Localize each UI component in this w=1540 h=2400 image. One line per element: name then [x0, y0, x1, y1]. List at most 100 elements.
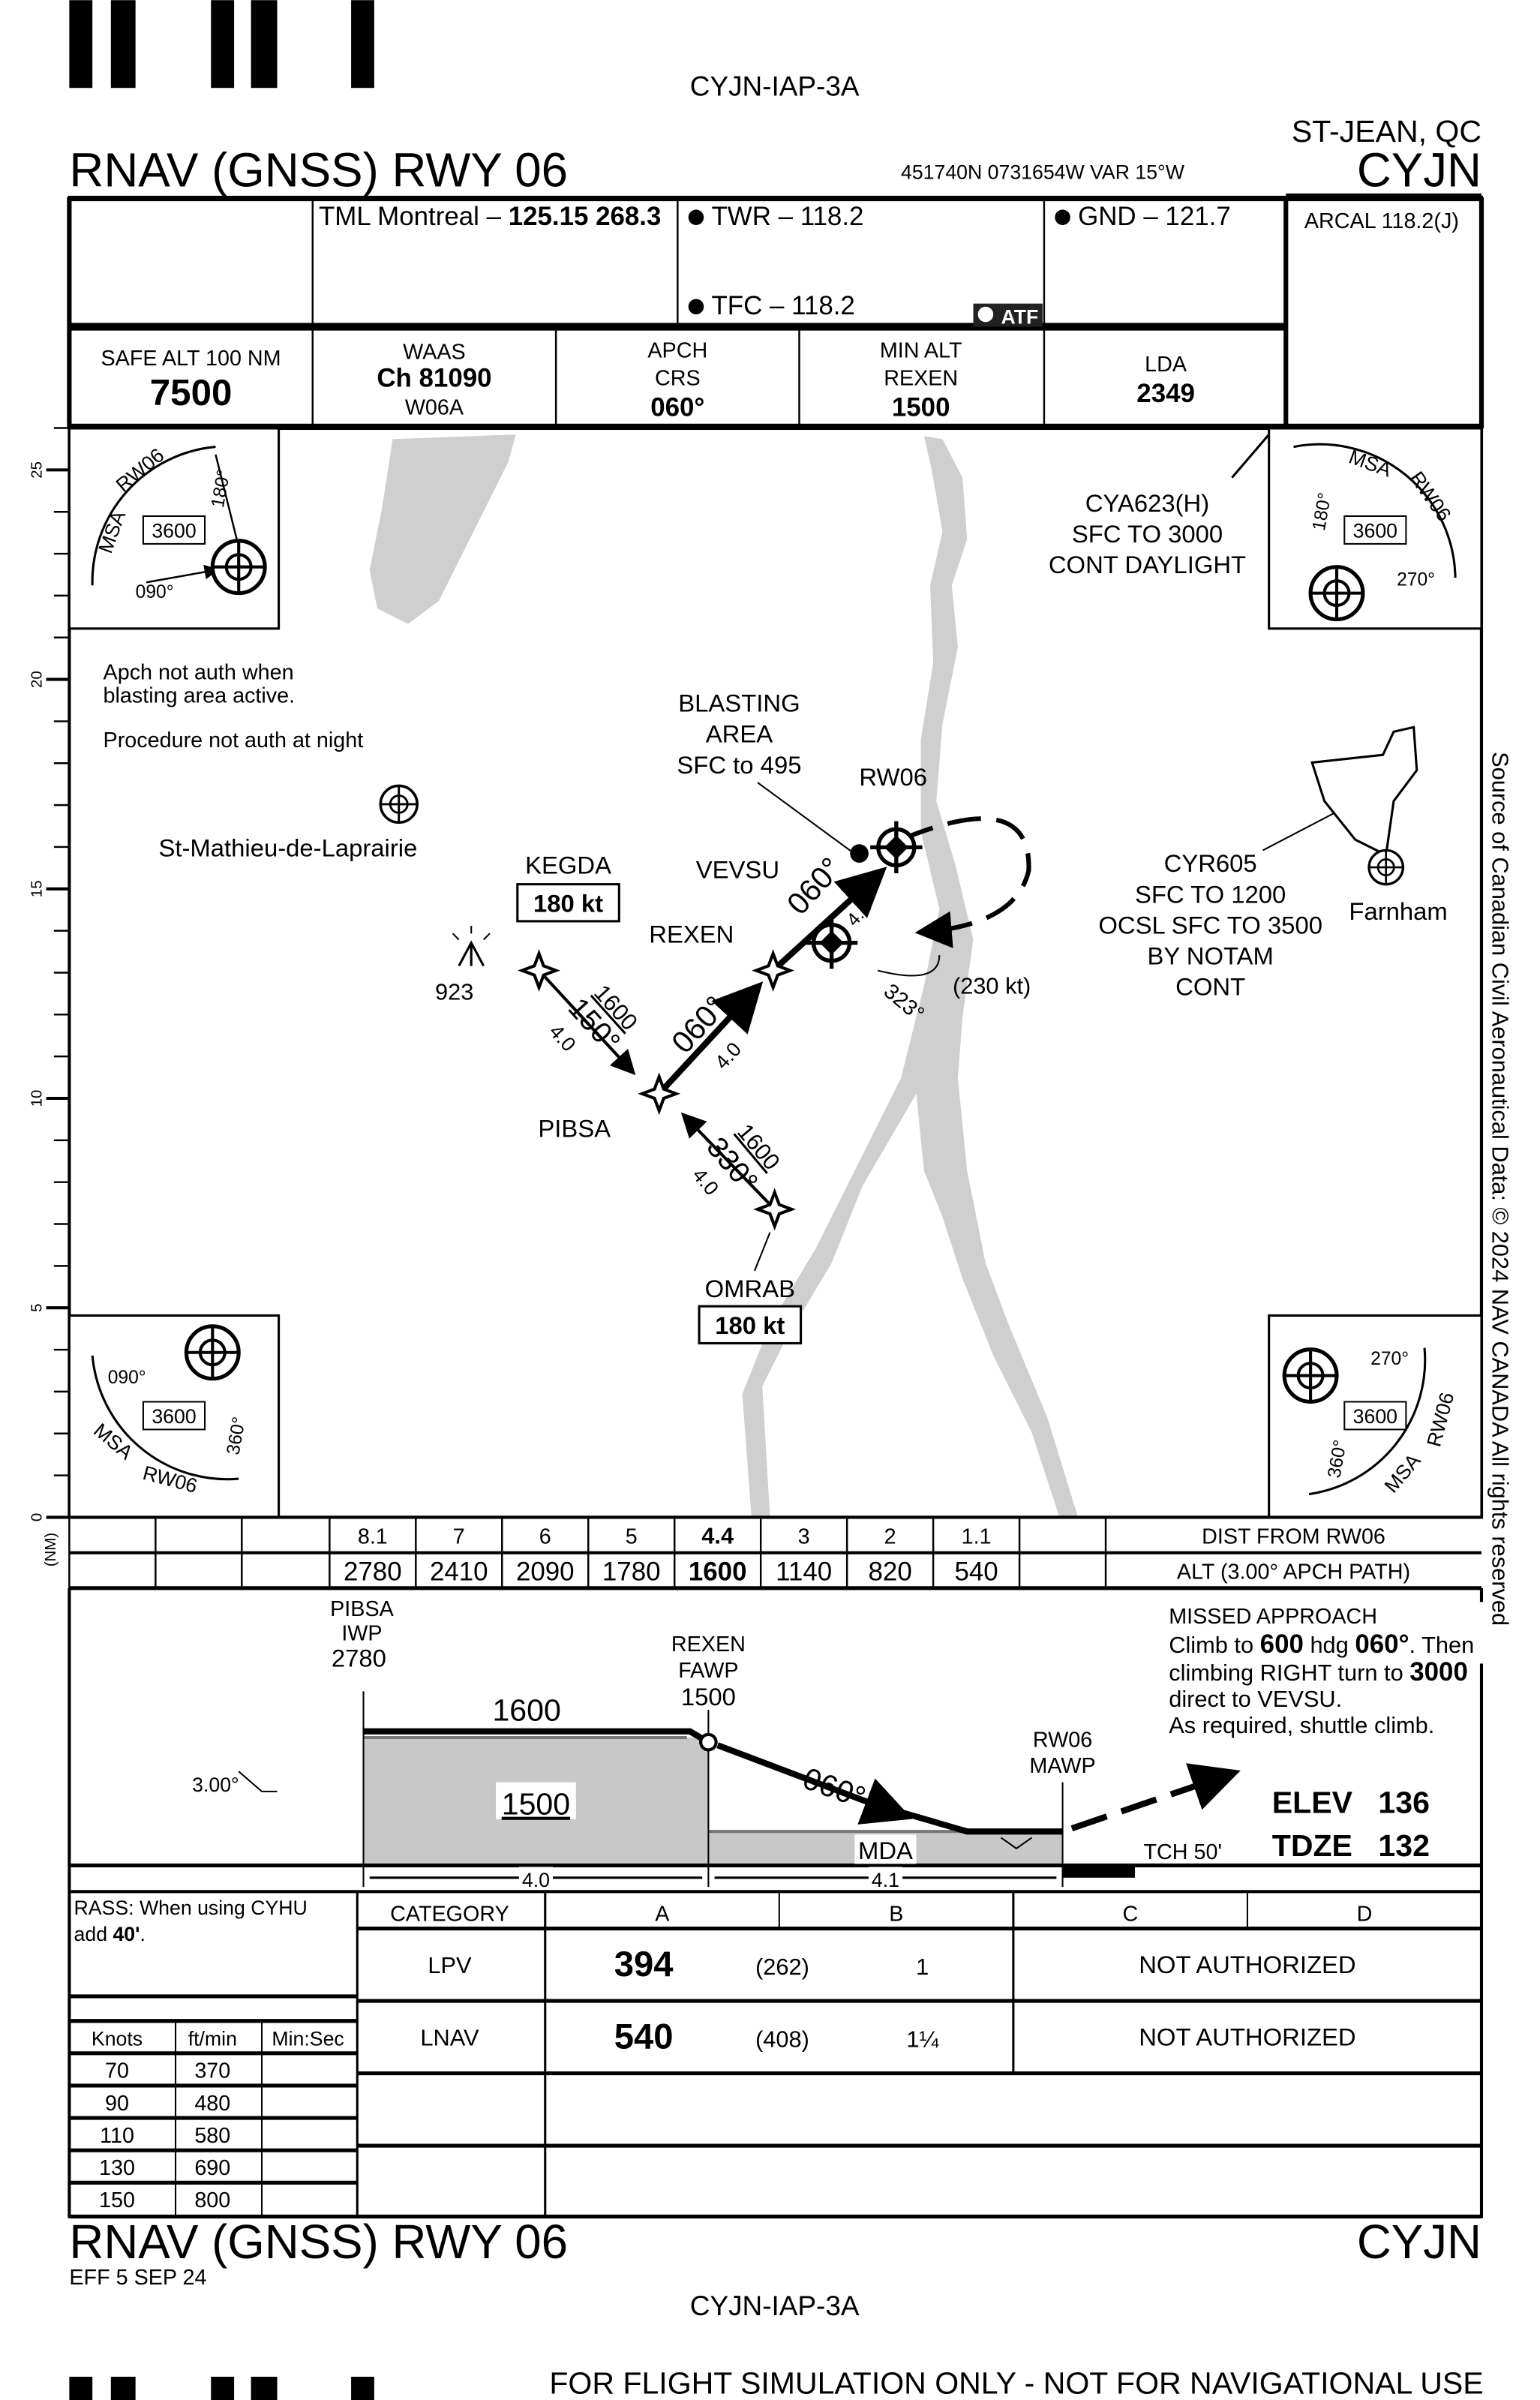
blasting-line2: AREA [706, 720, 773, 748]
waas-id: W06A [405, 395, 464, 419]
svg-text:3600: 3600 [1353, 520, 1397, 542]
final-leg-dist: 4.0 [710, 1038, 746, 1074]
tml-frequency: TML Montreal – 125.15 268.3 [319, 202, 661, 231]
msa-top-right: 3600 MSA RW06 180° 270° [1268, 427, 1483, 630]
profile-alt-1500: 1500 [502, 1787, 570, 1822]
blasting-line1: BLASTING [678, 689, 800, 717]
scale-label-0: 0 [28, 1513, 45, 1521]
cyr-line1: CYR605 [1164, 849, 1257, 877]
lda-label: LDA [1145, 353, 1187, 377]
airport-icao: CYJN [1357, 144, 1481, 197]
profile-course: 060° [798, 1761, 870, 1815]
svg-text:090°: 090° [136, 582, 174, 602]
dist-cell: 7 [453, 1524, 465, 1548]
dist-cell: 8.1 [358, 1524, 388, 1548]
pibsa-name: PIBSA [330, 1597, 394, 1621]
copyright-source: Source of Canadian Civil Aeronautical Da… [1487, 752, 1513, 1626]
kegda-label: KEGDA [525, 851, 611, 879]
elev-label: ELEV [1272, 1786, 1353, 1820]
obstacle-icon [452, 926, 491, 967]
alt-cell: 1600 [689, 1557, 747, 1587]
lpv-category: LPV [428, 1952, 472, 1978]
dist-cell: 5 [626, 1524, 638, 1548]
apch-crs-value: 060° [650, 393, 704, 422]
rexen-name: REXEN [671, 1633, 746, 1657]
lake [369, 434, 516, 624]
col-d: D [1357, 1902, 1373, 1926]
effective-date: EFF 5 SEP 24 [69, 2266, 206, 2290]
alt-cell: 2410 [430, 1557, 488, 1587]
dist-cell: 3 [798, 1524, 810, 1548]
cyr-boundary [1310, 725, 1418, 857]
svg-text:090°: 090° [108, 1368, 146, 1388]
safe-alt-label: SAFE ALT 100 NM [101, 347, 281, 371]
cyr-line5: CONT [1175, 972, 1245, 1000]
rod-knots: 90 [105, 2092, 129, 2116]
alt-cell: 2090 [516, 1557, 575, 1587]
dist-cell: 2 [884, 1524, 896, 1548]
hold-speed: (230 kt) [953, 972, 1031, 999]
cya-line3: CONT DAYLIGHT [1049, 551, 1246, 578]
rod-knots: 130 [99, 2156, 135, 2180]
msa-top-left: 3600 MSA RW06 180° 090° [68, 427, 281, 630]
lnav-category: LNAV [420, 2025, 479, 2051]
dist-cell: 6 [539, 1524, 551, 1548]
msa-bottom-right: 3600 MSA RW06 360° 270° [1268, 1314, 1483, 1518]
alt-label: ALT (3.00° APCH PATH) [1177, 1560, 1410, 1584]
cyr-line2: SFC TO 1200 [1135, 880, 1286, 908]
airport-icon [1367, 849, 1405, 886]
safe-alt-value: 7500 [150, 372, 233, 413]
town-farnham: Farnham [1349, 897, 1447, 925]
lnav-vis: 1¼ [906, 2026, 938, 2053]
lpv-hat: (262) [755, 1954, 809, 1980]
pibsa-alt: 2780 [332, 1645, 386, 1672]
kegda-speed: 180 kt [533, 890, 603, 918]
tch: TCH 50' [1143, 1840, 1222, 1864]
location: ST-JEAN, QC [1292, 114, 1481, 149]
fix-vevsu [806, 917, 857, 969]
rass-note-1: RASS: When using CYHU [74, 1897, 308, 1919]
rod-ftmin: 800 [194, 2188, 230, 2212]
glidepath-angle: 3.00° [192, 1774, 239, 1796]
gnd-frequency: GND – 121.7 [1078, 202, 1231, 231]
col-c: C [1123, 1902, 1139, 1926]
tdze-label: TDZE [1272, 1828, 1352, 1863]
segment-dist-2: 4.1 [872, 1869, 899, 1891]
rexen-label: REXEN [649, 921, 734, 948]
mda-label: MDA [858, 1837, 913, 1864]
alt-cell: 1780 [602, 1557, 661, 1587]
distance-altitude-table: 8.127807241062090517804.416003114028201.… [68, 1515, 1481, 1590]
svg-text:270°: 270° [1370, 1349, 1409, 1369]
arcal-frequency: ARCAL 118.2(J) [1304, 209, 1459, 233]
note-blasting-1: Apch not auth when [104, 661, 294, 685]
cyr-line4: BY NOTAM [1147, 942, 1273, 969]
waas-channel: Ch 81090 [377, 364, 491, 393]
dist-label: DIST FROM RW06 [1202, 1524, 1385, 1548]
min-alt-value: 1500 [892, 393, 950, 422]
alt-cell: 1140 [776, 1557, 832, 1587]
cya-line1: CYA623(H) [1085, 489, 1209, 517]
rexen-alt: 1500 [681, 1683, 736, 1711]
cya-boundary [1231, 434, 1270, 479]
rod-ftmin-header: ft/min [188, 2028, 237, 2050]
chart-id-bottom: CYJN-IAP-3A [690, 2290, 860, 2321]
footer-title: RNAV (GNSS) RWY 06 [69, 2215, 568, 2269]
rod-ftmin: 370 [194, 2059, 230, 2083]
svg-text:3600: 3600 [1353, 1405, 1397, 1428]
cya-line2: SFC TO 3000 [1072, 520, 1223, 548]
chart-id-top: CYJN-IAP-3A [690, 71, 860, 101]
rw06-type: MAWP [1029, 1754, 1095, 1778]
svg-text:3600: 3600 [152, 1405, 196, 1428]
disclaimer: FOR FLIGHT SIMULATION ONLY - NOT FOR NAV… [549, 2366, 1483, 2400]
rass-note-2: add 40'. [74, 1923, 146, 1945]
barcode-bottom [69, 2376, 374, 2400]
pcl-icon [688, 209, 704, 225]
missed-approach-title: MISSED APPROACH [1169, 1605, 1377, 1629]
rod-knots-header: Knots [92, 2028, 143, 2050]
segment-dist-1: 4.0 [522, 1869, 550, 1891]
rod-ftmin: 480 [194, 2092, 230, 2116]
barcode-top [69, 0, 374, 89]
procedure-title: RNAV (GNSS) RWY 06 [69, 144, 568, 197]
note-blasting-2: blasting area active. [104, 683, 296, 707]
